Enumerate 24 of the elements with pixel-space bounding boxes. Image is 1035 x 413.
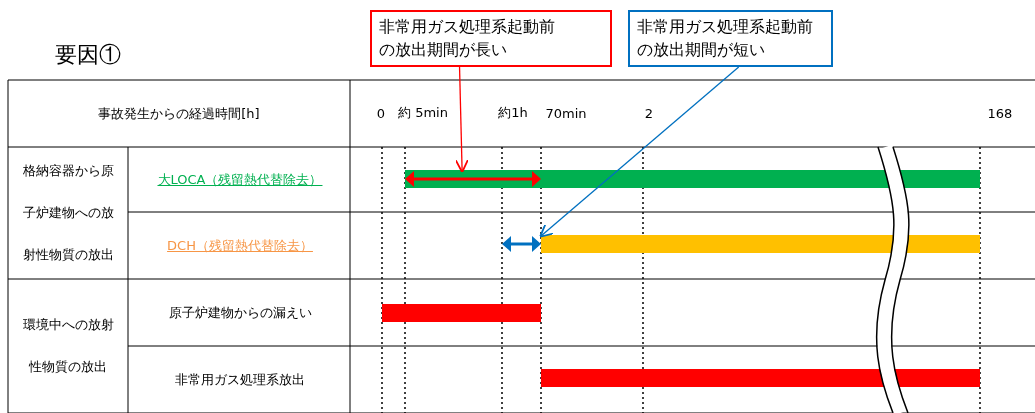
tick-label: 70min [545, 105, 587, 121]
gantt-bar [541, 369, 980, 387]
callout-box: 非常用ガス処理系起動前の放出期間が長い [370, 10, 612, 67]
row-label: 原子炉建物からの漏えい [168, 303, 312, 322]
tick-label: 168 [987, 105, 1013, 121]
header-cell: 事故発生からの経過時間[h] [98, 104, 260, 123]
duration-arrow [502, 236, 541, 252]
title: 要因① [55, 41, 121, 69]
row-header: 環境中への放射性物質の放出 [21, 316, 115, 376]
callout-box: 非常用ガス処理系起動前の放出期間が短い [628, 10, 833, 67]
tick-label: 約 5min [398, 104, 448, 122]
row-label: 非常用ガス処理系放出 [175, 370, 305, 389]
row-label: DCH（残留熱代替除去） [167, 236, 313, 255]
gantt-bar [541, 235, 980, 253]
tick-label: 2 [644, 105, 654, 121]
leader-line [454, 66, 469, 174]
gantt-bar [382, 304, 541, 322]
leader-line [539, 66, 740, 238]
row-label: 大LOCA（残留熱代替除去） [157, 170, 323, 189]
duration-arrow [405, 171, 541, 187]
tick-label: 約1h [498, 104, 528, 122]
tick-label: 0 [376, 105, 386, 121]
row-header: 格納容器から原子炉建物への放射性物質の放出 [21, 162, 115, 264]
gantt-bar [405, 170, 980, 188]
